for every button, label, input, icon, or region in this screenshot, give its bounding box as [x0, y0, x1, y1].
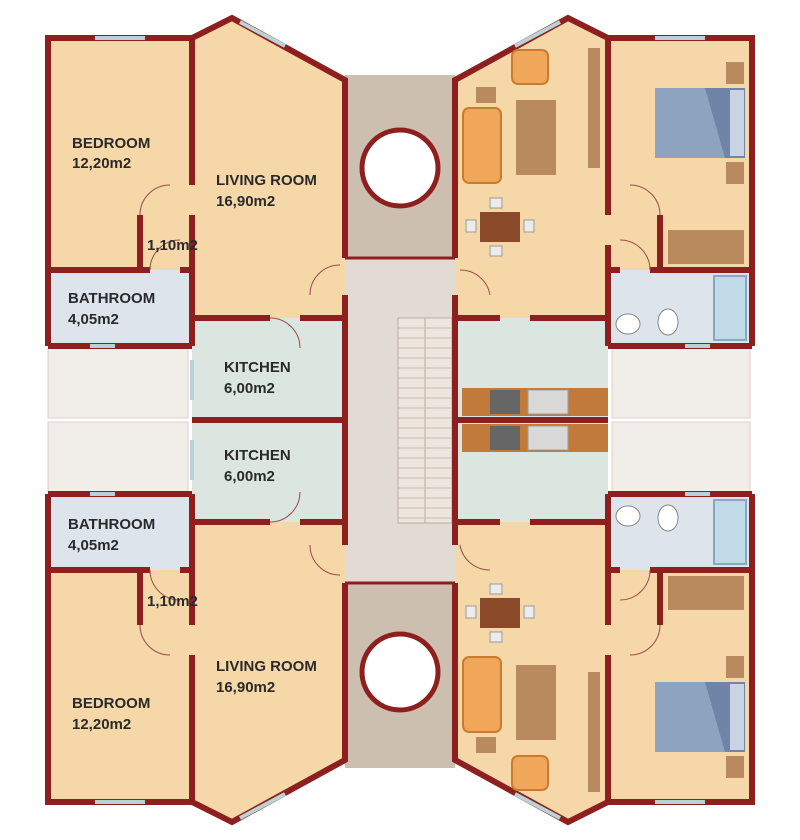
room-label-living-top: LIVING ROOM	[216, 172, 317, 189]
room-bathroom-top	[48, 270, 192, 346]
room-living-top	[192, 18, 345, 318]
tv-unit	[588, 48, 600, 168]
furniture-top-right	[462, 48, 747, 416]
furniture-bottom-right	[462, 424, 747, 792]
room-label-kitchen-top: KITCHEN	[224, 359, 291, 376]
room-bedroom-bottom	[48, 570, 192, 802]
room-kitchen-bottom	[192, 420, 345, 522]
apartment-top-left	[45, 14, 348, 420]
bed	[655, 88, 745, 158]
room-labels: BEDROOM 12,20m2 LIVING ROOM 16,90m2 1,10…	[68, 135, 317, 733]
room-area-bedroom-bottom: 12,20m2	[72, 716, 131, 733]
dining-table	[465, 197, 535, 257]
room-label-bedroom-bottom: BEDROOM	[72, 695, 150, 712]
kitchen-counter	[462, 388, 608, 416]
apartment-bottom-right	[452, 417, 755, 826]
room-area-living-bottom: 16,90m2	[216, 679, 275, 696]
room-bathroom-bottom	[48, 494, 192, 570]
central-core	[345, 75, 455, 768]
light-well-top	[359, 127, 441, 209]
sofa	[462, 656, 502, 733]
nightstand	[726, 162, 744, 184]
apartment-bottom-left	[45, 417, 348, 826]
room-label-kitchen-bottom: KITCHEN	[224, 447, 291, 464]
coffee-table	[516, 100, 556, 175]
armchair	[511, 755, 549, 791]
staircase	[397, 317, 453, 524]
room-area-bathroom-bottom: 4,05m2	[68, 537, 119, 554]
coffee-table	[516, 665, 556, 740]
room-area-kitchen-top: 6,00m2	[224, 380, 275, 397]
room-area-bathroom-top: 4,05m2	[68, 311, 119, 328]
apartment-top-right	[452, 14, 755, 420]
nightstand	[726, 756, 744, 778]
wardrobe	[668, 576, 744, 610]
sink	[615, 313, 641, 335]
room-label-bathroom-bottom: BATHROOM	[68, 516, 155, 533]
side-table	[476, 737, 496, 753]
side-table	[476, 87, 496, 103]
sink	[615, 505, 641, 527]
room-area-hall-bottom: 1,10m2	[147, 593, 198, 610]
light-well-bottom	[359, 631, 441, 713]
dining-table	[465, 583, 535, 643]
toilet	[657, 308, 679, 336]
nightstand	[726, 62, 744, 84]
bathtub	[713, 275, 747, 341]
kitchen-counter	[462, 424, 608, 452]
room-label-bathroom-top: BATHROOM	[68, 290, 155, 307]
wardrobe	[668, 230, 744, 264]
nightstand	[726, 656, 744, 678]
tv-unit	[588, 672, 600, 792]
room-label-bedroom-top: BEDROOM	[72, 135, 150, 152]
bathtub	[713, 499, 747, 565]
balconies	[47, 347, 751, 493]
room-area-bedroom-top: 12,20m2	[72, 155, 131, 172]
room-kitchen-top	[192, 318, 345, 420]
room-bedroom-top	[48, 38, 192, 270]
room-area-hall-top: 1,10m2	[147, 237, 198, 254]
room-area-kitchen-bottom: 6,00m2	[224, 468, 275, 485]
sofa	[462, 107, 502, 184]
room-label-living-bottom: LIVING ROOM	[216, 658, 317, 675]
bed	[655, 682, 745, 752]
armchair	[511, 49, 549, 85]
room-living-bottom	[192, 522, 345, 822]
room-area-living-top: 16,90m2	[216, 193, 275, 210]
toilet	[657, 504, 679, 532]
